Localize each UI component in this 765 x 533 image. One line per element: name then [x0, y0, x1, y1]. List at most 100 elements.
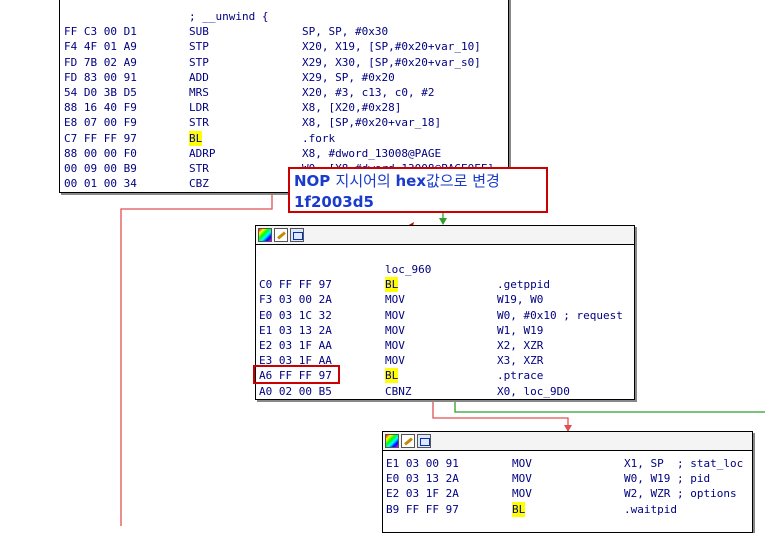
code-line[interactable]: E0 03 1C 32 MOV W0, #0x10 ; request: [256, 308, 634, 323]
instruction-mnemonic: MRS: [189, 86, 209, 99]
instruction-operands: W19, W0: [497, 293, 544, 307]
instruction-mnemonic: STR: [189, 116, 209, 130]
code-line[interactable]: ; __unwind {: [60, 9, 508, 24]
code-line[interactable]: E1 03 13 2A MOV W1, W19: [256, 323, 634, 338]
block-2-toolbar: [256, 226, 634, 245]
graph-view-icon[interactable]: [417, 434, 431, 448]
edge-true-arrow: [439, 218, 447, 225]
instruction-operands: .waitpid: [624, 502, 677, 516]
callout-korean-2: 값으로 변경: [426, 172, 500, 190]
instruction-bytes: E2 03 1F 2A: [386, 487, 459, 501]
code-line[interactable]: FD 7B 02 A9 STP X29, X30, [SP,#0x20+var_s0…: [60, 55, 508, 70]
instruction-mnemonic: MOV: [512, 457, 532, 470]
instruction-mnemonic: SUB: [189, 25, 209, 39]
code-line[interactable]: E2 03 1F 2A MOV W2, WZR ; options: [383, 486, 752, 501]
instruction-mnemonic: LDR: [189, 101, 209, 115]
instruction-bytes: B9 FF FF 97: [386, 502, 459, 516]
instruction-mnemonic: STP: [189, 55, 209, 69]
instruction-operands: X29, SP, #0x20: [302, 70, 395, 84]
code-line[interactable]: 88 16 40 F9 LDR X8, [X20,#0x28]: [60, 100, 508, 115]
instruction-operands: W0, W19 ; pid: [624, 472, 711, 486]
code-line[interactable]: F4 4F 01 A9 STP X20, X19, [SP,#0x20+var_10…: [60, 39, 508, 54]
annotation-callout: NOP 지시어의 hex값으로 변경 1f2003d5: [288, 167, 548, 213]
instruction-mnemonic: STP: [189, 40, 209, 54]
code-block-2[interactable]: loc_960 C0 FF FF 97 BL .getppid F3 03 00 2A M…: [255, 225, 635, 400]
instruction-operands: W0, #0x10 ; request: [497, 308, 623, 322]
code-line[interactable]: 54 D0 3B D5 MRS X20, #3, c13, c0, #2: [60, 85, 508, 100]
code-line[interactable]: F3 03 00 2A MOV W19, W0: [256, 292, 634, 307]
instruction-mnemonic: STR: [189, 162, 209, 175]
instruction-bytes: 88 16 40 F9: [64, 101, 137, 115]
instruction-mnemonic: loc_960: [385, 263, 432, 276]
instruction-bytes: E0 03 13 2A: [386, 472, 459, 486]
edge-green-right: [454, 401, 765, 413]
instruction-operands: X20, #3, c13, c0, #2: [302, 86, 435, 99]
instruction-operands: X8, [X20,#0x28]: [302, 101, 402, 115]
instruction-operands: .fork: [302, 131, 336, 145]
instruction-bytes: E0 03 1C 32: [259, 308, 332, 322]
instruction-mnemonic: MOV: [512, 487, 532, 501]
callout-korean-1: 지시어의: [335, 172, 396, 190]
instruction-bytes: E8 07 00 F9: [64, 116, 137, 130]
instruction-bytes: 54 D0 3B D5: [64, 86, 137, 99]
instruction-operands: .ptrace: [497, 369, 544, 383]
instruction-bytes: F3 03 00 2A: [259, 293, 332, 307]
instruction-mnemonic: MOV: [385, 323, 405, 337]
instruction-mnemonic: MOV: [385, 308, 405, 322]
instruction-mnemonic: ADD: [189, 70, 209, 84]
color-palette-icon[interactable]: [385, 434, 399, 448]
edit-pencil-icon[interactable]: [274, 228, 288, 242]
edit-pencil-icon[interactable]: [401, 434, 415, 448]
instruction-mnemonic: BL: [385, 277, 399, 293]
instruction-bytes: E2 03 1F AA: [259, 339, 332, 352]
instruction-bytes: 00 09 00 B9: [64, 162, 137, 175]
instruction-bytes: 88 00 00 F0: [64, 146, 137, 160]
instruction-bytes: 00 01 00 34: [64, 177, 137, 191]
edge-red-down: [432, 401, 569, 431]
instruction-operands: W1, W19: [497, 323, 544, 337]
instruction-mnemonic: BL: [385, 368, 399, 384]
code-line[interactable]: 88 00 00 F0 ADRP X8, #dword_13008@PAGE: [60, 146, 508, 161]
code-line[interactable]: E0 03 13 2A MOV W0, W19 ; pid: [383, 471, 752, 486]
instruction-operands: X8, [SP,#0x20+var_18]: [302, 116, 442, 130]
annotation-line-1: NOP 지시어의 hex값으로 변경: [294, 171, 542, 192]
instruction-bytes: F4 4F 01 A9: [64, 40, 137, 54]
instruction-operands: W2, WZR ; options: [624, 487, 737, 501]
code-line[interactable]: E8 07 00 F9 STR X8, [SP,#0x20+var_18]: [60, 115, 508, 130]
instruction-operands: X0, loc_9D0: [497, 384, 570, 398]
instruction-bytes: C0 FF FF 97: [259, 278, 332, 292]
instruction-mnemonic: ; __unwind {: [189, 10, 269, 23]
instruction-operands: X29, X30, [SP,#0x20+var_s0]: [302, 55, 481, 69]
highlighted-instruction-box: [253, 365, 340, 384]
instruction-mnemonic: MOV: [385, 339, 405, 352]
instruction-operands: SP, SP, #0x30: [302, 25, 389, 39]
code-line[interactable]: C0 FF FF 97 BL .getppid: [256, 277, 634, 293]
instruction-operands: X1, SP ; stat_loc: [624, 457, 744, 470]
instruction-bytes: E1 03 13 2A: [259, 323, 332, 337]
graph-view-icon[interactable]: [290, 228, 304, 242]
instruction-mnemonic: ADRP: [189, 146, 216, 160]
instruction-operands: X8, #dword_13008@PAGE: [302, 146, 442, 160]
instruction-operands: .getppid: [497, 278, 550, 292]
code-line[interactable]: loc_960: [256, 262, 634, 277]
instruction-mnemonic: MOV: [385, 293, 405, 307]
instruction-mnemonic: BL: [189, 130, 203, 146]
instruction-bytes: FD 7B 02 A9: [64, 55, 137, 69]
instruction-operands: X20, X19, [SP,#0x20+var_10]: [302, 40, 481, 54]
instruction-mnemonic: MOV: [512, 472, 532, 486]
instruction-mnemonic: CBZ: [189, 177, 209, 191]
block-3-toolbar: [383, 432, 752, 451]
color-palette-icon[interactable]: [258, 228, 272, 242]
instruction-bytes: A0 02 00 B5: [259, 384, 332, 398]
